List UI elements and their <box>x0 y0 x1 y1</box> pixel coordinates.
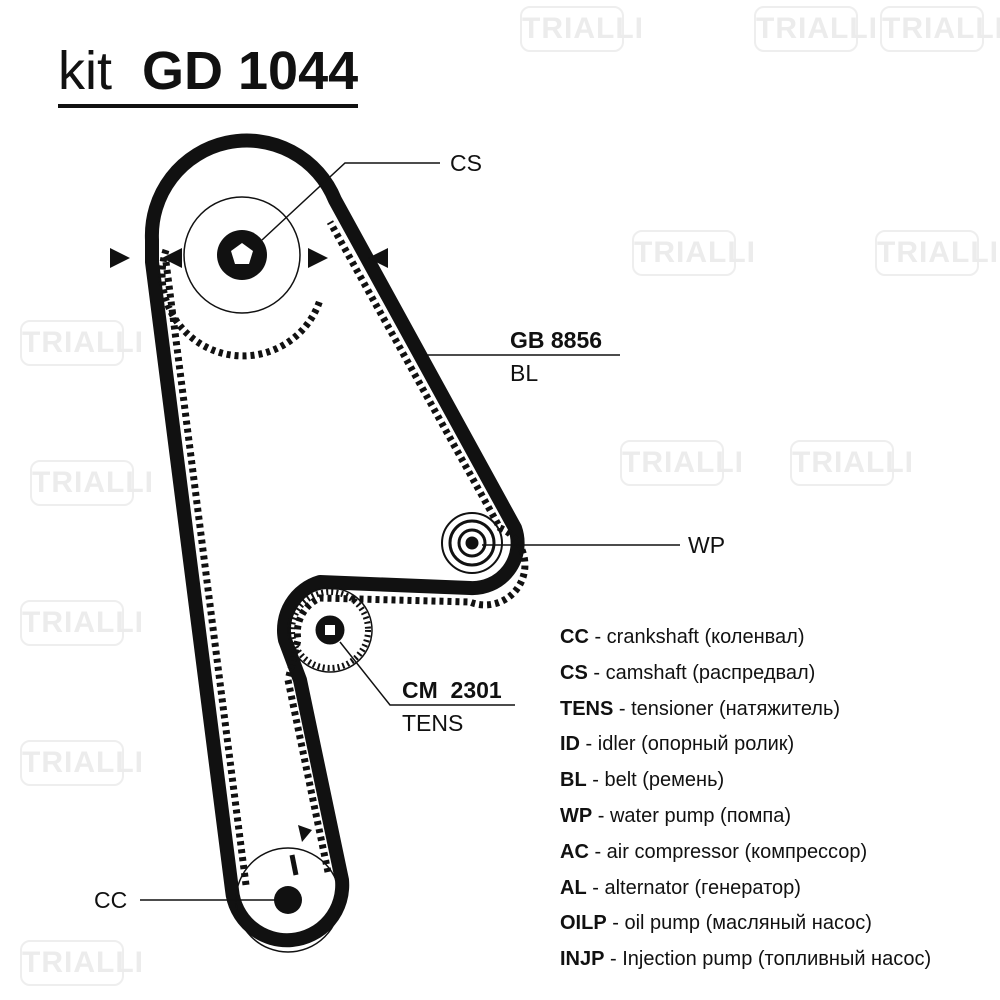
legend-abbr: WP <box>560 804 593 827</box>
water-pump-pulley <box>441 512 503 574</box>
legend-text: - belt (ремень) <box>586 769 725 792</box>
legend-abbr: AC <box>560 840 589 863</box>
label-cc: CC <box>94 887 128 913</box>
legend-item: AC - air compressor (компрессор) <box>560 835 931 871</box>
label-belt-type: BL <box>510 360 539 386</box>
label-tens-type: TENS <box>402 710 464 736</box>
legend-abbr: TENS <box>560 697 614 720</box>
crankshaft-pulley <box>235 825 341 953</box>
watermark-logo: TRIALLI <box>754 6 877 52</box>
legend-item: BL - belt (ремень) <box>560 763 931 799</box>
camshaft-pulley <box>183 196 301 314</box>
watermark-logo: TRIALLI <box>790 440 913 486</box>
legend-item: INJP - Injection pump (топливный насос) <box>560 942 931 978</box>
legend-text: - air compressor (компрессор) <box>588 840 868 863</box>
watermark-logo: TRIALLI <box>520 6 643 52</box>
kit-title: kit GD 1044 <box>58 40 359 108</box>
label-belt-code: GB 8856 <box>510 327 603 353</box>
timing-arrows <box>110 248 388 268</box>
legend-abbr: INJP <box>560 948 605 971</box>
legend-item: CC - crankshaft (коленвал) <box>560 620 931 656</box>
legend-abbr: OILP <box>560 912 607 935</box>
watermark-logo: TRIALLI <box>20 320 143 366</box>
label-cs: CS <box>450 150 482 176</box>
legend-abbr: ID <box>560 733 580 756</box>
watermark-logo: TRIALLI <box>20 740 143 786</box>
watermark-logo: TRIALLI <box>20 940 143 986</box>
watermark-logo: TRIALLI <box>20 600 143 646</box>
legend-item: ID - idler (опорный ролик) <box>560 727 931 763</box>
legend-abbr: BL <box>560 769 587 792</box>
title-prefix: kit <box>58 41 112 101</box>
watermark-logo: TRIALLI <box>620 440 743 486</box>
legend-text: - water pump (помпа) <box>592 804 792 827</box>
legend-text: - oil pump (масляный насос) <box>606 912 872 935</box>
legend-text: - crankshaft (коленвал) <box>588 626 805 648</box>
kit-code: GD 1044 <box>142 41 359 101</box>
legend-item: WP - water pump (помпа) <box>560 799 931 835</box>
legend-abbr: CC <box>560 626 589 648</box>
watermark-logo: TRIALLI <box>30 460 153 506</box>
legend-text: - tensioner (натяжитель) <box>613 697 841 720</box>
legend-text: - camshaft (распредвал) <box>587 661 816 684</box>
leader-lines <box>140 162 680 901</box>
tensioner-pulley <box>287 587 373 673</box>
watermark-logo: TRIALLI <box>880 6 1000 52</box>
legend-text: - Injection pump (топливный насос) <box>604 948 932 971</box>
legend: CC - crankshaft (коленвал)CS - camshaft … <box>560 620 931 978</box>
label-tens-code: CM 2301 <box>402 677 502 703</box>
legend-item: AL - alternator (генератор) <box>560 871 931 907</box>
legend-item: OILP - oil pump (масляный насос) <box>560 906 931 942</box>
label-wp: WP <box>688 532 726 558</box>
belt-outer <box>144 133 525 948</box>
watermark-logo: TRIALLI <box>632 230 755 276</box>
watermark-logo: TRIALLI <box>875 230 998 276</box>
legend-abbr: CS <box>560 661 588 684</box>
legend-item: CS - camshaft (распредвал) <box>560 656 931 692</box>
legend-text: - alternator (генератор) <box>586 876 801 899</box>
legend-item: TENS - tensioner (натяжитель) <box>560 692 931 728</box>
legend-abbr: AL <box>560 876 587 899</box>
legend-text: - idler (опорный ролик) <box>580 733 795 756</box>
